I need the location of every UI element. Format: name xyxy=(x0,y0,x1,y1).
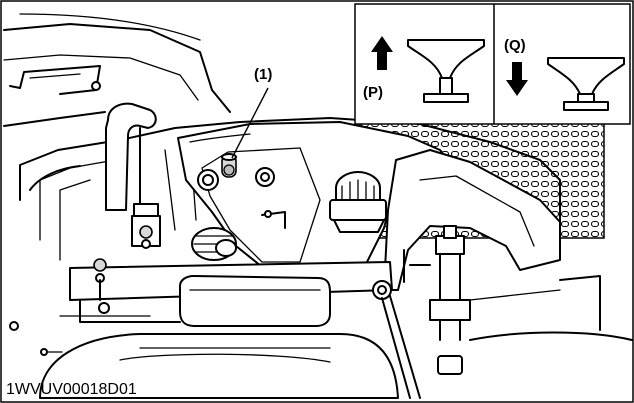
inset-panel: (P) (Q) xyxy=(354,3,631,125)
up-label: (P) xyxy=(363,84,383,101)
inset-pulled-up: (P) xyxy=(363,36,485,103)
inset-pushed-down: (Q) xyxy=(504,37,625,111)
knob-down-icon xyxy=(547,57,625,111)
breather-knob xyxy=(191,227,237,261)
hood-panel xyxy=(3,13,231,127)
lower-housing xyxy=(39,275,633,399)
callout-1: (1) xyxy=(231,66,272,159)
arrow-down-icon xyxy=(506,62,528,96)
oil-filler-cap xyxy=(329,171,387,233)
dipstick-knob xyxy=(221,153,237,178)
knob-up-icon xyxy=(407,39,485,103)
lower-frame xyxy=(9,258,421,399)
arrow-up-icon xyxy=(371,36,393,70)
down-label: (Q) xyxy=(504,37,526,54)
figure-code: 1WVUV00018D01 xyxy=(6,381,137,398)
coolant-hose xyxy=(105,102,161,249)
callout-number: (1) xyxy=(254,66,272,83)
